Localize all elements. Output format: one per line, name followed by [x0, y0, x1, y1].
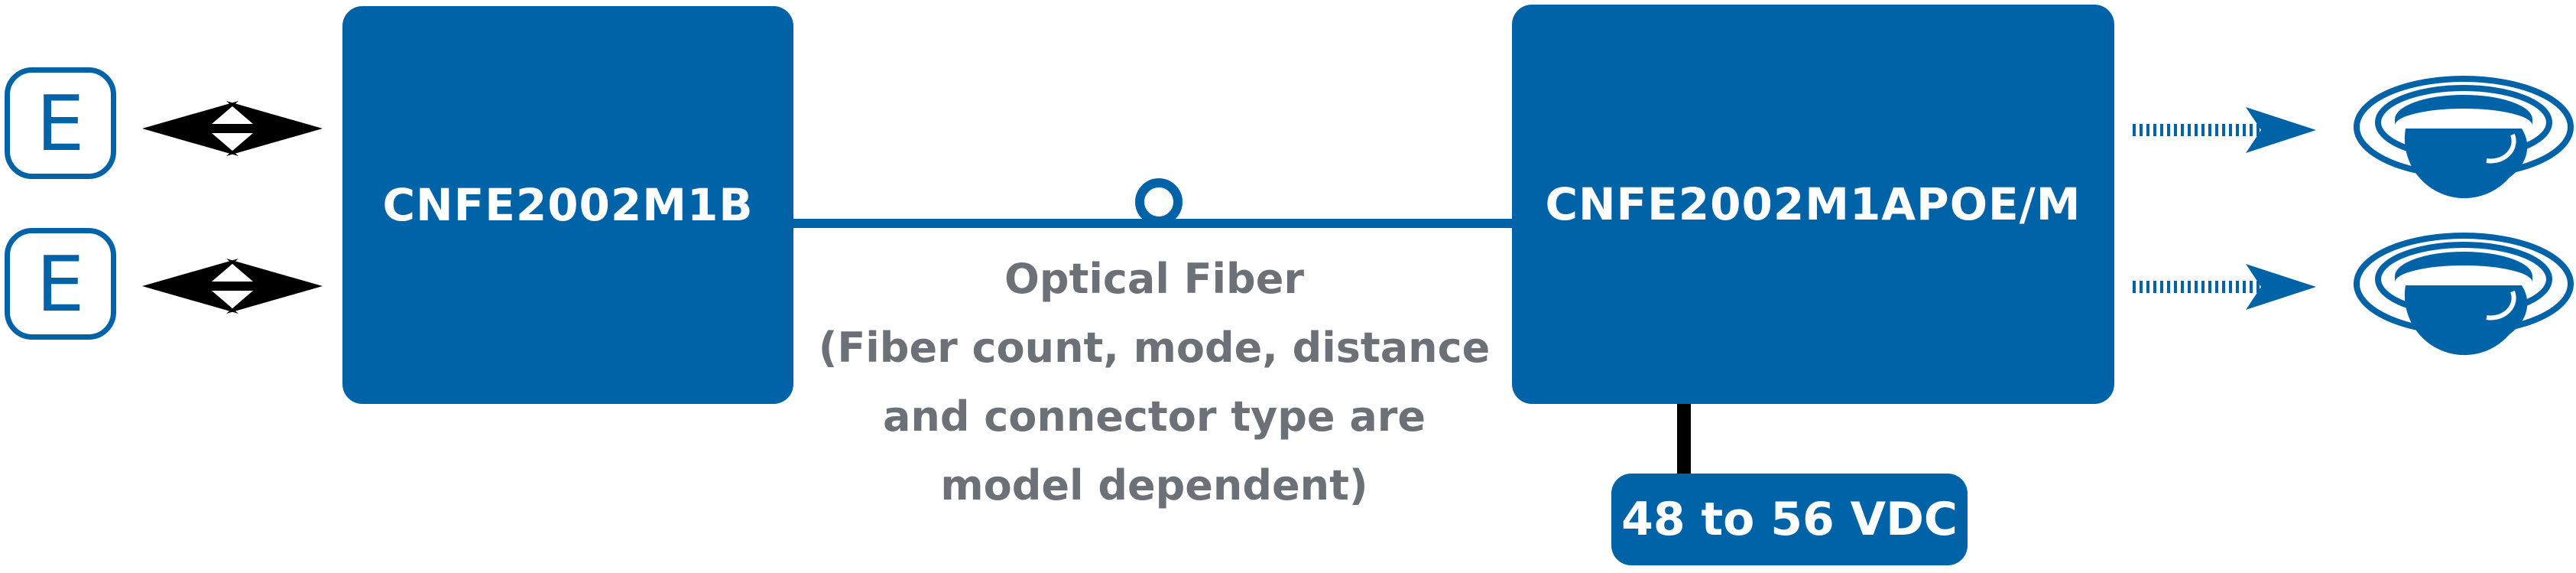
fiber-caption: Optical Fiber (Fiber count, mode, distan… [810, 245, 1498, 520]
fiber-caption-line: (Fiber count, mode, distance [818, 324, 1491, 372]
fiber-caption-line: Optical Fiber [1004, 255, 1304, 303]
dashed-arrow-icon [2133, 107, 2316, 153]
fiber-caption-line: and connector type are [882, 392, 1426, 441]
ethernet-port-icon: E [5, 228, 116, 340]
ethernet-port-label: E [36, 78, 85, 168]
dashed-arrow-icon [2133, 264, 2316, 310]
device-cnfe2002m1apoe-m: CNFE2002M1APOE/M [1512, 5, 2114, 404]
device-model-label: CNFE2002M1B [382, 179, 754, 231]
fiber-caption-line: model dependent) [940, 461, 1368, 510]
bidirectional-arrow-icon [142, 259, 323, 314]
dome-camera-icon [2354, 233, 2574, 356]
ethernet-port-icon: E [5, 67, 116, 179]
device-cnfe2002m1b: CNFE2002M1B [342, 6, 793, 404]
fiber-connector-icon [1135, 178, 1183, 226]
ethernet-port-label: E [36, 239, 85, 329]
power-supply-text: 48 to 56 VDC [1621, 493, 1958, 546]
dome-camera-icon [2354, 76, 2574, 199]
power-supply-label: 48 to 56 VDC [1611, 474, 1968, 565]
device-model-label: CNFE2002M1APOE/M [1545, 178, 2081, 230]
bidirectional-arrow-icon [142, 101, 323, 156]
